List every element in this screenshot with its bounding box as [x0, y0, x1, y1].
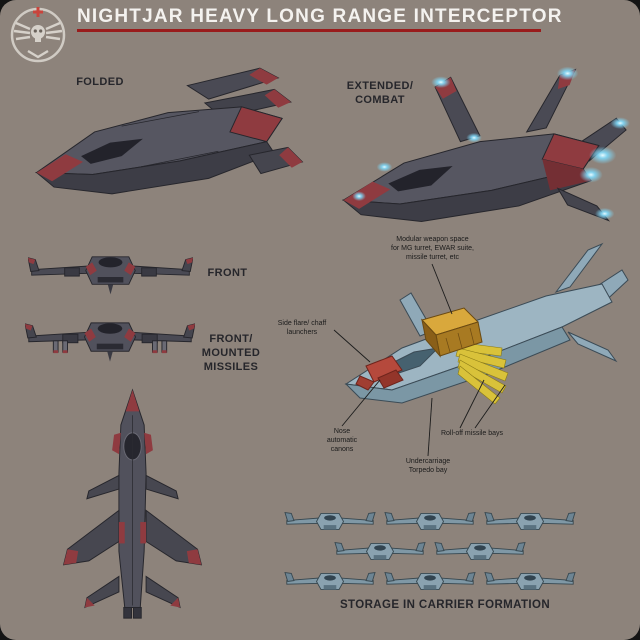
technical-callout-illustration [333, 242, 629, 457]
storage-craft [434, 538, 526, 565]
top-view-illustration [62, 388, 203, 619]
storage-craft [284, 568, 376, 595]
view-label-extended-combat: EXTENDED/ COMBAT [346, 80, 414, 106]
annotation-undercarriage-torpedo-bay: Undercarriage Torpedo bay [405, 458, 451, 474]
annotation-nose-cannons: Nose automatic canons [326, 428, 358, 453]
storage-craft [384, 568, 476, 595]
front-missiles-illustration [25, 322, 195, 362]
annotation-modular-weapon-space: Modular weapon space for MG turret, EWAR… [391, 236, 474, 261]
folded-view-illustration [35, 67, 304, 195]
title-underline [77, 29, 541, 32]
storage-craft [484, 508, 576, 535]
page-title: NIGHTJAR HEAVY LONG RANGE INTERCEPTOR [77, 6, 563, 27]
storage-craft [334, 538, 426, 565]
front-view-illustration [28, 256, 193, 295]
storage-craft [484, 568, 576, 595]
view-label-front: FRONT [207, 267, 248, 279]
storage-formation-label: STORAGE IN CARRIER FORMATION [339, 599, 551, 611]
extended-combat-illustration [341, 66, 630, 223]
storage-craft [384, 508, 476, 535]
view-label-front-missiles: FRONT/ MOUNTED MISSILES [201, 333, 261, 373]
squadron-emblem-icon [10, 7, 66, 63]
storage-craft [284, 508, 376, 535]
annotation-side-flare-chaff: Side flare/ chaff launchers [277, 320, 327, 336]
view-label-folded: FOLDED [76, 76, 124, 88]
annotation-roll-off-missile-bays: Roll-off missile bays [440, 430, 504, 437]
